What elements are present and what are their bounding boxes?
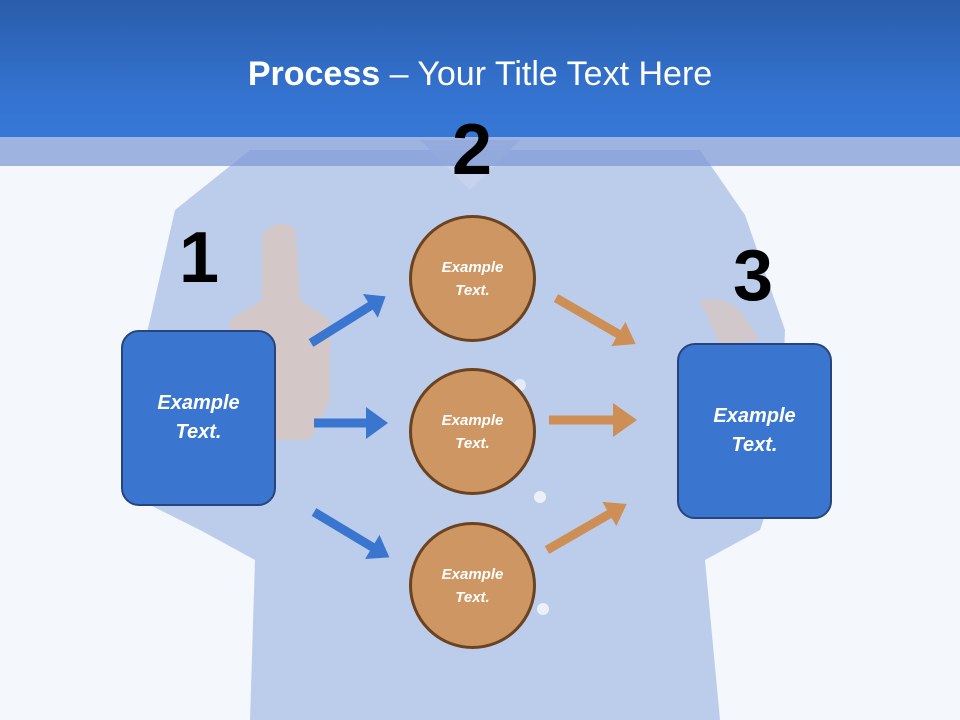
circle-top-line2: Text.: [455, 281, 490, 299]
arrow-blue-middle: [314, 407, 388, 439]
title-bold: Process: [247, 55, 381, 93]
arrow-blue-up: [308, 294, 386, 347]
title-rest: – Your Title Text Here: [380, 55, 713, 93]
left-box-line1: Example: [157, 392, 240, 414]
title-bar-band: [0, 137, 960, 166]
arrow-blue-down: [311, 508, 390, 560]
process-circle-bottom: Example Text.: [409, 522, 536, 649]
right-box-line2: Text.: [731, 434, 778, 456]
right-box-line1: Example: [713, 405, 796, 427]
circle-bottom-line2: Text.: [455, 588, 490, 606]
circle-top-line1: Example: [441, 258, 504, 276]
arrow-orange-up: [544, 501, 627, 554]
right-process-box: Example Text.: [677, 343, 832, 519]
step-number-2: 2: [451, 110, 493, 190]
circle-bottom-line1: Example: [441, 565, 504, 583]
circle-middle-line2: Text.: [455, 434, 490, 452]
step-number-3: 3: [732, 236, 774, 316]
circle-middle-line1: Example: [441, 411, 504, 429]
arrow-orange-middle: [549, 403, 637, 437]
left-process-box: Example Text.: [121, 330, 276, 506]
left-box-line2: Text.: [175, 421, 222, 443]
slide-title: Process – Your Title Text Here: [0, 52, 960, 96]
process-circle-top: Example Text.: [409, 215, 536, 342]
step-number-1: 1: [178, 218, 220, 298]
process-circle-middle: Example Text.: [409, 368, 536, 495]
arrow-orange-down: [553, 294, 636, 347]
title-bar: [0, 0, 960, 137]
